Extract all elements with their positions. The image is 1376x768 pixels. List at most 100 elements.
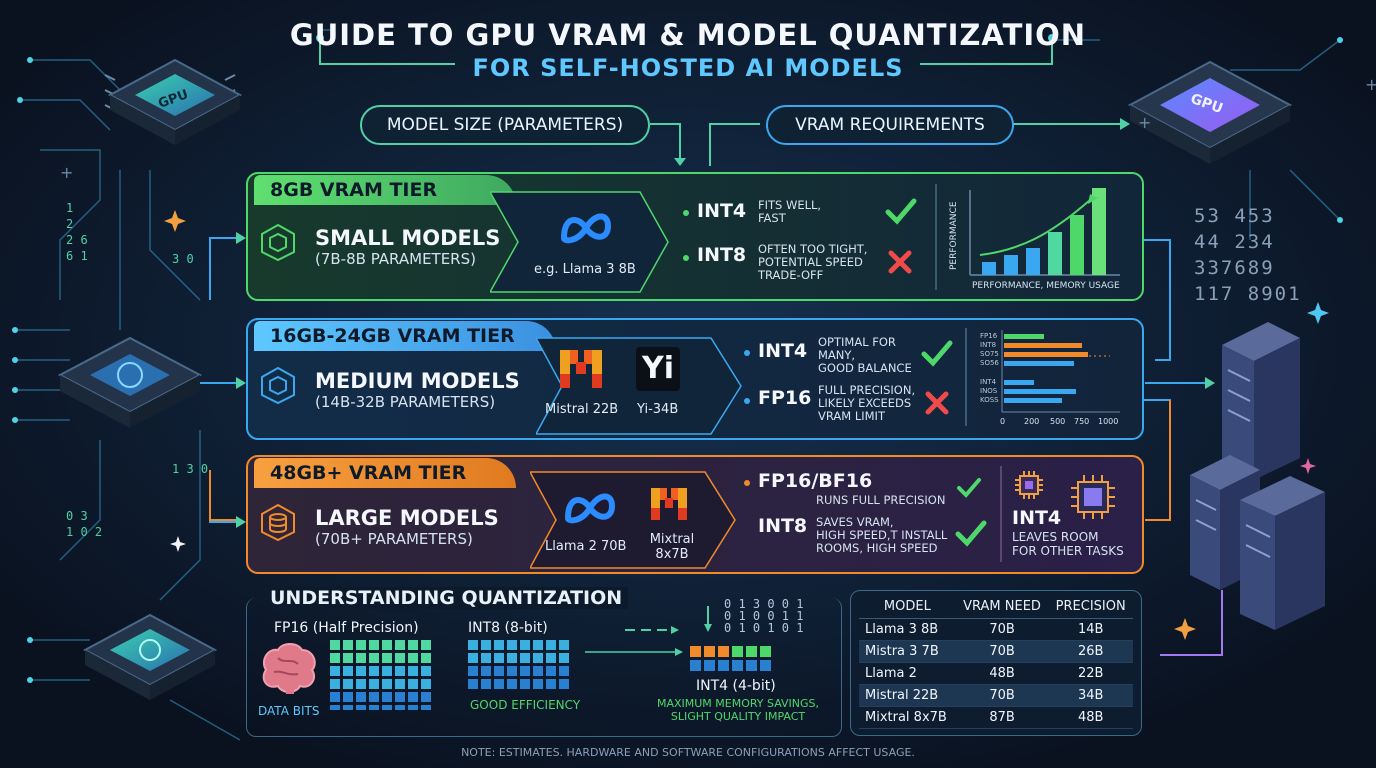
bit-cell — [520, 679, 530, 689]
bit-cell — [704, 660, 715, 671]
bit-cell — [408, 692, 418, 702]
svg-text:0 1 3 0 0 1: 0 1 3 0 0 1 — [724, 597, 803, 611]
meta-logo-icon — [564, 493, 616, 524]
check-icon — [957, 478, 981, 498]
meta-logo-icon — [560, 213, 612, 244]
bar — [1004, 389, 1076, 394]
bit-cell — [382, 692, 392, 702]
int8-bit-grid — [468, 640, 569, 689]
cross-icon — [925, 391, 949, 415]
page-subtitle: FOR SELF-HOSTED AI MODELS — [472, 54, 904, 82]
perf-bar — [1026, 248, 1040, 275]
bit-cell — [330, 679, 340, 689]
cube-icon — [261, 223, 295, 262]
perf-bar — [1092, 188, 1106, 275]
bit-cell — [408, 705, 418, 710]
tier-48gb-quant-1-desc: RUNS FULL PRECISION — [816, 493, 946, 507]
bit-cell — [343, 640, 353, 650]
bit-cell — [481, 679, 491, 689]
bit-cell — [481, 666, 491, 676]
bit-cell — [356, 640, 366, 650]
svg-text:1000: 1000 — [1098, 417, 1118, 426]
bit-cell — [546, 679, 556, 689]
mistral-logo-icon — [560, 350, 602, 388]
bit-cell — [330, 705, 340, 710]
bit-cell — [408, 679, 418, 689]
bit-cell — [533, 653, 543, 663]
bit-cell — [507, 679, 517, 689]
bit-cell — [520, 653, 530, 663]
tier-48gb-example-2: Mixtral 8x7B — [649, 532, 695, 562]
table-header-vram: VRAM NEED — [955, 595, 1049, 619]
bit-cell — [559, 653, 569, 663]
int4-description: MAXIMUM MEMORY SAVINGS,SLIGHT QUALITY IM… — [656, 697, 820, 723]
bar — [1004, 352, 1088, 357]
svg-text:500: 500 — [1050, 417, 1065, 426]
bit-cell — [369, 705, 379, 710]
bit-cell — [494, 640, 504, 650]
bit-cell — [559, 640, 569, 650]
bit-cell — [718, 660, 729, 671]
bit-cell — [559, 679, 569, 689]
table-header-model: MODEL — [859, 595, 956, 619]
tier-16gb-quant-2-name: FP16 — [758, 387, 812, 409]
perf-bar — [1048, 232, 1062, 275]
bit-cell — [369, 679, 379, 689]
bit-cell — [690, 660, 701, 671]
bit-cell — [356, 692, 366, 702]
page-title: GUIDE TO GPU VRAM & MODEL QUANTIZATION — [289, 18, 1087, 52]
bit-cell — [369, 640, 379, 650]
bit-cell — [546, 653, 556, 663]
cpu-chip-icon — [1071, 475, 1115, 519]
tier-8gb-arrow-panel — [490, 191, 669, 293]
bit-cell — [343, 705, 353, 710]
bit-cell — [481, 653, 491, 663]
svg-text:INOS: INOS — [980, 387, 998, 395]
check-icon — [955, 520, 987, 547]
bit-cell — [382, 653, 392, 663]
svg-text:SO56: SO56 — [980, 359, 999, 367]
cross-icon — [888, 250, 912, 274]
digit-stream-left-low: 1 3 0 — [172, 462, 209, 476]
vram-requirements-pill: VRAM REQUIREMENTS — [766, 105, 1014, 145]
svg-text:SO75: SO75 — [980, 350, 999, 358]
bit-cell — [408, 640, 418, 650]
tier-8gb-example: e.g. Llama 3 8B — [534, 262, 636, 277]
bit-cell — [369, 692, 379, 702]
chip-bottom-left — [82, 613, 218, 700]
bit-cell — [533, 640, 543, 650]
svg-text:FP16: FP16 — [980, 332, 998, 340]
bit-cell — [421, 640, 431, 650]
tier-16gb-quant-1-name: INT4 — [758, 340, 808, 362]
quantization-panel — [246, 598, 842, 737]
bit-cell — [395, 679, 405, 689]
bit-cell — [732, 660, 743, 671]
tier-16gb-example-2: Yi-34B — [637, 402, 679, 417]
bit-cell — [408, 653, 418, 663]
bit-cell — [330, 653, 340, 663]
bit-cell — [382, 705, 392, 710]
tier-8gb-quant-1-desc: FITS WELL,FAST — [758, 198, 822, 225]
mistral-logo-icon — [651, 488, 687, 520]
bit-cell — [369, 666, 379, 676]
bit-cell — [421, 679, 431, 689]
bit-cell — [382, 666, 392, 676]
bit-cell — [356, 653, 366, 663]
bit-cell — [356, 666, 366, 676]
tier-16gb-params: (14B-32B PARAMETERS) — [315, 393, 496, 411]
bit-cell — [382, 679, 392, 689]
bit-cell — [468, 640, 478, 650]
bar — [1004, 343, 1082, 348]
tier-48gb-quant-1-name: FP16/BF16 — [758, 470, 873, 492]
bit-cell — [421, 666, 431, 676]
bit-cell — [718, 646, 729, 657]
